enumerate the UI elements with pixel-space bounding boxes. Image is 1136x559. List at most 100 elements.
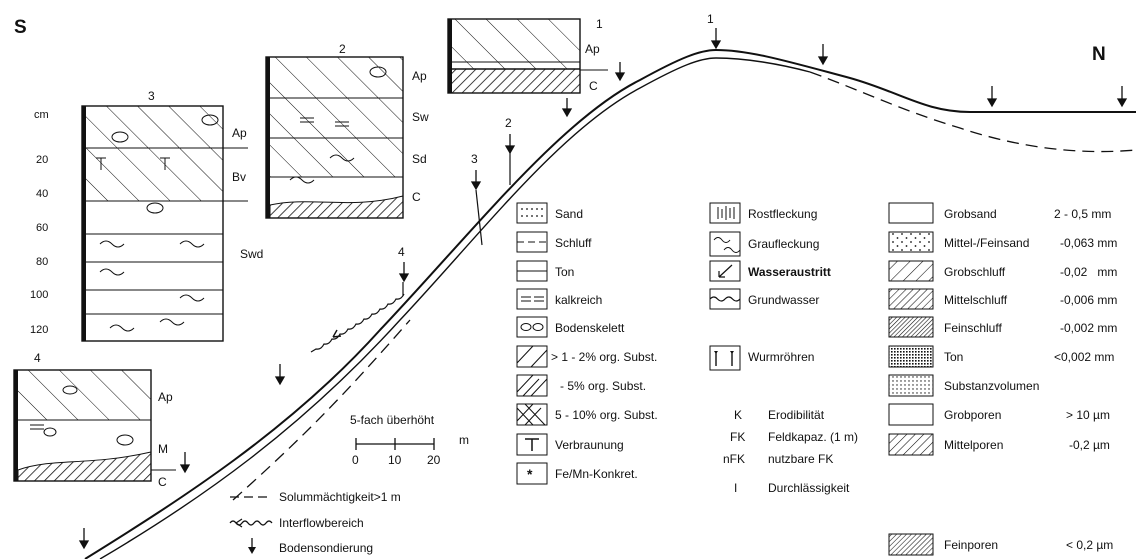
sounding-arrow <box>80 528 88 548</box>
profile-2-horizon-c: C <box>412 190 421 204</box>
scale-tick-10: 10 <box>388 453 402 467</box>
profile-4-horizon-ap: Ap <box>158 390 173 404</box>
legend-item-mittelporen: Mittelporen -0,2 µm <box>889 434 1110 455</box>
legend-item-org-5: - 5% org. Subst. <box>517 375 646 396</box>
sounding-arrow <box>400 262 408 281</box>
abbr-i: I <box>734 481 737 495</box>
abbr-nfk-label: nutzbare FK <box>768 452 833 466</box>
sounding-arrow <box>181 452 189 472</box>
legend-item-bodenskelett: Bodenskelett <box>517 317 625 337</box>
compass-south-label: S <box>14 17 27 38</box>
profile-1-horizon-c: C <box>589 79 598 93</box>
legend-label-grobsand: Grobsand <box>944 207 997 221</box>
legend-label-ton: Ton <box>555 265 574 279</box>
sounding-arrow <box>506 134 514 153</box>
legend-item-substanzvolumen: Substanzvolumen <box>889 375 1039 396</box>
abbreviation-legend: K Erodibilität FK Feldkapaz. (1 m) nFK n… <box>723 408 858 495</box>
profile-1-number: 1 <box>596 17 603 31</box>
legend-item-kalkreich: kalkreich <box>517 289 602 309</box>
soil-profile-4: 4 Ap M C <box>14 351 176 489</box>
abbr-k: K <box>734 408 742 422</box>
legend-item-feinporen: Feinporen < 0,2 µm <box>889 534 1113 555</box>
abbr-k-label: Erodibilität <box>768 408 825 422</box>
scale-label: 5-fach überhöht <box>350 413 435 427</box>
legend-label-ton-fraction: Ton <box>944 350 963 364</box>
interflow-marker-3 <box>476 190 482 245</box>
sounding-arrow <box>472 170 480 189</box>
legend-item-rostfleckung: Rostfleckung <box>710 203 817 223</box>
legend-value-grobschluff: -0,02 mm <box>1060 265 1117 279</box>
sounding-arrow <box>616 62 624 80</box>
abbr-fk-label: Feldkapaz. (1 m) <box>768 430 858 444</box>
sounding-arrow <box>988 86 996 106</box>
profile-3-depth-80: 80 <box>36 256 48 268</box>
legend-label-feinschluff: Feinschluff <box>944 321 1002 335</box>
sounding-arrow <box>819 44 827 64</box>
legend-item-ton: Ton <box>517 261 574 281</box>
profile-3-horizon-swd: Swd <box>240 247 263 261</box>
legend-item-graufleckung: Graufleckung <box>710 232 819 256</box>
profile-3-depth-120: 120 <box>30 324 48 336</box>
profile-4-horizon-m: M <box>158 442 168 456</box>
scale-tick-20: 20 <box>427 453 441 467</box>
legend-label-graufleckung: Graufleckung <box>748 237 819 251</box>
profile-3-horizon-ap: Ap <box>232 126 247 140</box>
legend-item-verbraunung: Verbraunung <box>517 434 624 455</box>
legend-value-mittelschluff: -0,006 mm <box>1060 293 1117 307</box>
profile-3-depth-20: 20 <box>36 154 48 166</box>
legend-item-wasseraustritt: Wasseraustritt <box>710 261 831 281</box>
legend-item-feinschluff: Feinschluff -0,002 mm <box>889 317 1117 337</box>
legend-label-grundwasser: Grundwasser <box>748 293 819 307</box>
profile-2-horizon-ap: Ap <box>412 69 427 83</box>
line-legend: Solummächtigkeit>1 m Interflowbereich Bo… <box>230 490 401 555</box>
profile-3-depth-60: 60 <box>36 222 48 234</box>
scale-tick-0: 0 <box>352 453 359 467</box>
legend-label-mittel-feinsand: Mittel-/Feinsand <box>944 236 1029 250</box>
legend-item-org-5-10: 5 - 10% org. Subst. <box>517 404 658 425</box>
legend-solum-label: Solummächtigkeit>1 m <box>279 490 401 504</box>
legend-column-1: Sand Schluff Ton kalkreich Bodenskelett … <box>517 203 658 484</box>
slope-marker-2: 2 <box>505 116 512 130</box>
profile-1-horizon-ap: Ap <box>585 42 600 56</box>
fe-mn-star-icon: * <box>527 466 533 482</box>
legend-item-mittelschluff: Mittelschluff -0,006 mm <box>889 289 1117 309</box>
legend-sounding-label: Bodensondierung <box>279 541 373 555</box>
legend-item-fe-mn: * Fe/Mn-Konkret. <box>517 463 638 484</box>
profile-3-number: 3 <box>148 89 155 103</box>
scale-bar: 5-fach überhöht 0 10 20 m <box>350 413 469 467</box>
legend-value-feinschluff: -0,002 mm <box>1060 321 1117 335</box>
slope-marker-4: 4 <box>398 245 405 259</box>
legend-label-org-1-2: > 1 - 2% org. Subst. <box>551 350 657 364</box>
legend-label-org-5: - 5% org. Subst. <box>560 379 646 393</box>
legend-label-substanzvolumen: Substanzvolumen <box>944 379 1039 393</box>
scale-unit: m <box>459 433 469 447</box>
legend-column-2: Rostfleckung Graufleckung Wasseraustritt… <box>710 203 831 370</box>
legend-item-sand: Sand <box>517 203 583 223</box>
legend-label-verbraunung: Verbraunung <box>555 438 624 452</box>
profile-4-number: 4 <box>34 351 41 365</box>
legend-label-rostfleckung: Rostfleckung <box>748 207 817 221</box>
legend-label-wasseraustritt: Wasseraustritt <box>748 265 831 279</box>
legend-value-ton-fraction: <0,002 mm <box>1054 350 1114 364</box>
legend-label-kalkreich: kalkreich <box>555 293 602 307</box>
sounding-arrow <box>1118 86 1126 106</box>
profile-3-horizon-bv: Bv <box>232 170 246 184</box>
legend-value-feinporen: < 0,2 µm <box>1066 538 1113 552</box>
sounding-arrow <box>563 98 571 116</box>
abbr-nfk: nFK <box>723 452 745 466</box>
sounding-arrow <box>276 364 284 384</box>
legend-item-org-1-2: > 1 - 2% org. Subst. <box>517 346 657 367</box>
legend-label-org-5-10: 5 - 10% org. Subst. <box>555 408 658 422</box>
compass-north-label: N <box>1092 44 1106 65</box>
legend-item-ton-fraction: Ton <0,002 mm <box>889 346 1114 367</box>
legend-label-feinporen: Feinporen <box>944 538 998 552</box>
legend-item-mittel-feinsand: Mittel-/Feinsand -0,063 mm <box>889 232 1117 252</box>
legend-item-grobschluff: Grobschluff -0,02 mm <box>889 261 1117 281</box>
interflow-wavy-arrow <box>311 294 404 352</box>
legend-value-mittelporen: -0,2 µm <box>1069 438 1110 452</box>
legend-label-sand: Sand <box>555 207 583 221</box>
soil-profile-1: 1 Ap C <box>448 17 608 93</box>
legend-label-schluff: Schluff <box>555 236 592 250</box>
legend-label-grobporen: Grobporen <box>944 408 1001 422</box>
profile-4-horizon-c: C <box>158 475 167 489</box>
